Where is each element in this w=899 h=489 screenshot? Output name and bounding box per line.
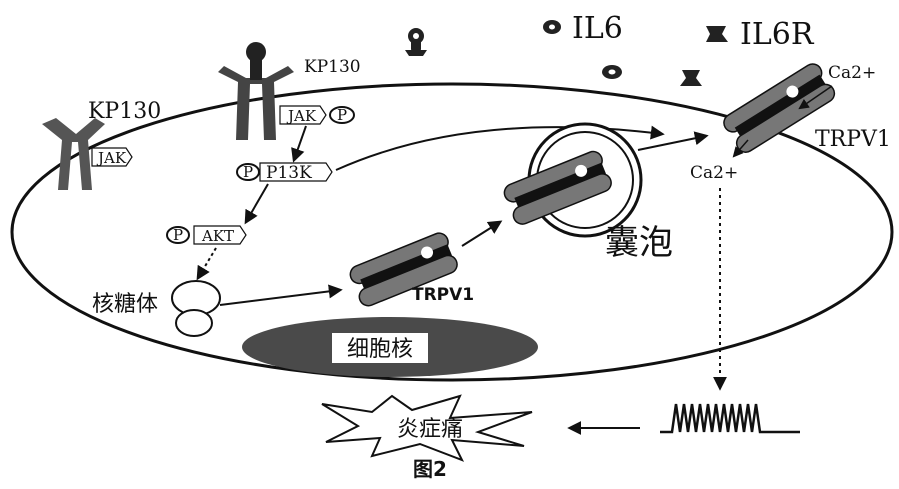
ribosome-icon (172, 281, 220, 336)
jak-left-label: JAK (96, 149, 127, 167)
trpv1-inner-label: TRPV1 (412, 285, 474, 305)
akt-phospho-badge: P (167, 226, 189, 244)
arrow-trpv1-to-vesicle (462, 222, 500, 246)
action-potential-trace (660, 404, 800, 432)
arrow-akt-to-ribosome (198, 248, 216, 278)
svg-text:P: P (243, 163, 253, 181)
jak-center-label: JAK (286, 107, 317, 125)
figure-caption: 图2 (413, 457, 447, 481)
pain-label: 炎症痛 (397, 417, 463, 442)
nucleus-label: 细胞核 (347, 337, 413, 362)
ca-in-label: Ca2+ (690, 163, 738, 183)
il6r-icon (706, 26, 728, 42)
svg-text:P: P (173, 226, 183, 244)
pi3k-label: P13K (266, 163, 312, 183)
il6-il6r-complex (405, 28, 427, 56)
ca-out-label: Ca2+ (828, 63, 876, 83)
il6r-label: IL6R (740, 17, 815, 52)
il6r-free-icon (680, 70, 702, 86)
arrow-ribosome-to-trpv1 (220, 290, 340, 305)
il6-ligand-free-hole (609, 70, 616, 75)
ribosome-label: 核糖体 (92, 292, 158, 317)
akt-label: AKT (201, 227, 234, 245)
jak-phospho-badge: P (330, 106, 354, 124)
svg-text:P: P (337, 106, 347, 124)
pi3k-phospho-badge: P (237, 163, 259, 181)
kp130-center-label: KP130 (304, 57, 361, 77)
kp130-left-label: KP130 (88, 99, 161, 124)
arrow-pi3k-to-akt (246, 184, 268, 222)
trpv1-membrane-label: TRPV1 (815, 127, 891, 152)
vesicle-label: 囊泡 (605, 223, 673, 263)
kp130-receptor-center (218, 42, 294, 140)
arrow-vesicle-to-membrane (638, 136, 706, 150)
il6-ligand-hole (549, 25, 555, 30)
arrow-jak-to-pi3k (294, 126, 306, 160)
il6-label: IL6 (572, 11, 623, 46)
